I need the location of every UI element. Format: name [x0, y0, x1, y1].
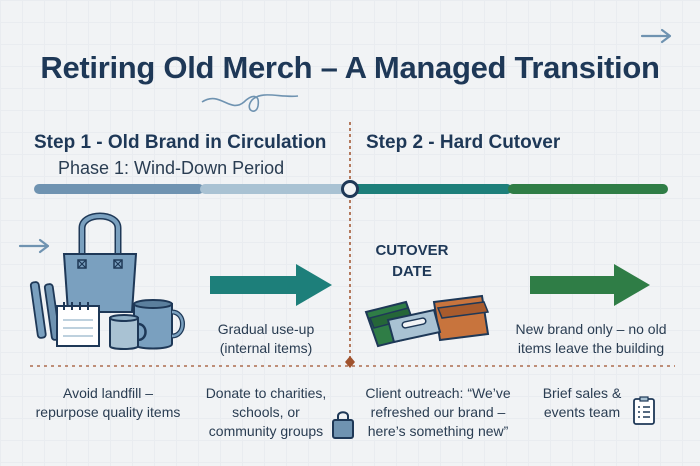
section-divider — [30, 365, 675, 367]
action-line: refreshed our brand – — [370, 404, 506, 420]
action-line: schools, or — [232, 404, 300, 420]
action-item: Donate to charities, schools, or communi… — [196, 384, 336, 441]
action-line: Brief sales & — [542, 385, 622, 401]
notepad-icon — [56, 302, 100, 347]
timeline-marker — [341, 180, 359, 198]
action-line: Client outreach: “We’ve — [365, 385, 511, 401]
arrow-right-icon — [18, 238, 50, 254]
gradual-caption: Gradual use-up (internal items) — [196, 320, 336, 358]
action-line: repurpose quality items — [35, 404, 181, 420]
timeline-segment-new — [508, 184, 668, 194]
wallet-icon — [432, 294, 490, 342]
step2-label: Step 2 - Hard Cutover — [366, 132, 561, 153]
card-icon — [386, 308, 442, 344]
cutover-line — [345, 122, 355, 368]
action-item: Avoid landfill – repurpose quality items — [20, 384, 196, 422]
action-line: events team — [543, 404, 621, 420]
cutover-date-label: CUTOVER DATE — [372, 240, 452, 282]
checklist-icon — [633, 396, 655, 425]
action-line: Avoid landfill – — [62, 385, 154, 401]
mug-icon — [133, 299, 185, 350]
newbrand-caption-line1: New brand only – no old — [515, 321, 667, 337]
newbrand-caption: New brand only – no old items leave the … — [496, 320, 686, 358]
arrow-right-icon — [530, 264, 650, 306]
gradual-caption-line2: (internal items) — [219, 340, 313, 356]
timeline-segment-cutover — [352, 184, 512, 194]
action-line: community groups — [208, 423, 324, 439]
action-item: Brief sales & events team — [534, 384, 630, 422]
cutover-line2: DATE — [392, 263, 432, 280]
mug-icon — [109, 314, 147, 350]
action-line: Donate to charities, — [205, 385, 327, 401]
timeline-segment-old — [34, 184, 204, 194]
bag-icon — [332, 411, 354, 439]
cutover-line1: CUTOVER — [375, 242, 449, 259]
arrow-right-icon — [210, 264, 332, 306]
step1-label: Step 1 - Old Brand in Circulation — [34, 132, 327, 153]
action-item: Client outreach: “We’ve refreshed our br… — [352, 384, 524, 441]
page-title: Retiring Old Merch – A Managed Transitio… — [40, 50, 660, 85]
timeline-segment-winddown — [200, 184, 346, 194]
action-line: here’s something new” — [367, 423, 509, 439]
tote-bag-icon — [62, 212, 138, 313]
squiggle-decoration — [201, 94, 299, 112]
arrow-right-icon — [640, 28, 672, 44]
phase1-label: Phase 1: Wind-Down Period — [58, 158, 285, 178]
gradual-caption-line1: Gradual use-up — [217, 321, 315, 337]
newbrand-caption-line2: items leave the building — [517, 340, 665, 356]
